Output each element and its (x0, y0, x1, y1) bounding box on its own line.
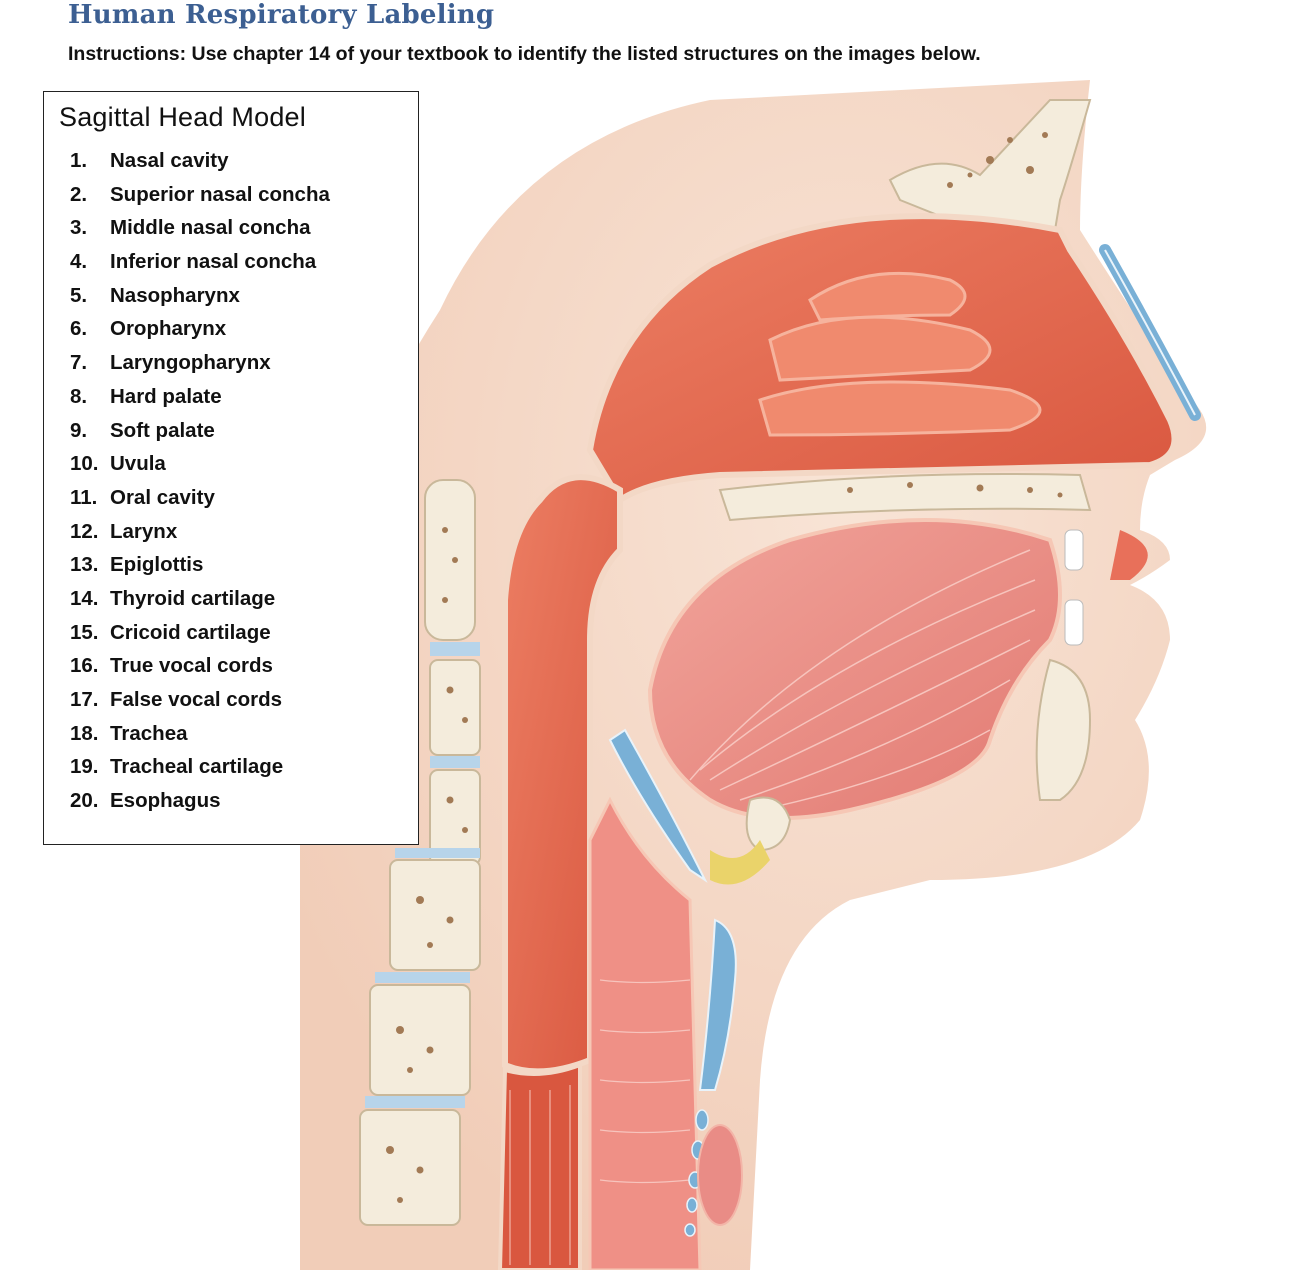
list-item: 5.Nasopharynx (70, 283, 240, 307)
list-item: 9.Soft palate (70, 418, 215, 442)
structure-list: 1.Nasal cavity 2.Superior nasal concha 3… (70, 144, 330, 818)
esophagus (497, 1062, 582, 1270)
list-item: 10.Uvula (70, 452, 166, 476)
list-item: 17.False vocal cords (70, 688, 283, 711)
list-item: 19.Tracheal cartilage (70, 755, 284, 779)
tongue (647, 518, 1062, 820)
hard-palate (718, 473, 1092, 522)
vertebrae (359, 479, 481, 1226)
instructions-text: Instructions: Use chapter 14 of your tex… (68, 43, 981, 65)
hyoid (745, 796, 792, 852)
list-item: 8.Hard palate (70, 384, 222, 408)
mandible (1035, 658, 1092, 801)
list-item: 4.Inferior nasal concha (70, 250, 317, 274)
thyroid-gland (697, 1124, 743, 1226)
page-title: Human Respiratory Labeling (68, 0, 495, 30)
list-item: 12.Larynx (70, 519, 178, 543)
box-title: Sagittal Head Model (59, 102, 306, 132)
sagittal-head-illustration (300, 80, 1207, 1270)
list-item: 13.Epiglottis (70, 553, 204, 577)
list-item: 16.True vocal cords (70, 654, 273, 678)
list-item: 20.Esophagus (70, 789, 221, 813)
list-item: 15.Cricoid cartilage (70, 620, 271, 644)
epiglottis (608, 728, 708, 883)
middle-concha (768, 315, 992, 382)
list-item: 3.Middle nasal concha (70, 216, 311, 240)
list-item: 7.Laryngopharynx (70, 351, 271, 375)
inferior-concha (758, 380, 1042, 437)
structure-list-box: Sagittal Head Model 1.Nasal cavity 2.Sup… (43, 91, 419, 845)
list-item: 18.Trachea (70, 721, 188, 745)
thyroid-cartilage (698, 918, 737, 1091)
list-item: 6.Oropharynx (70, 317, 227, 341)
list-item: 2.Superior nasal concha (70, 182, 330, 206)
list-item: 11.Oral cavity (70, 485, 215, 509)
list-item: 1.Nasal cavity (70, 149, 229, 172)
list-item: 14.Thyroid cartilage (70, 586, 276, 610)
larynx (588, 796, 702, 1270)
skull-bone (888, 99, 1092, 262)
